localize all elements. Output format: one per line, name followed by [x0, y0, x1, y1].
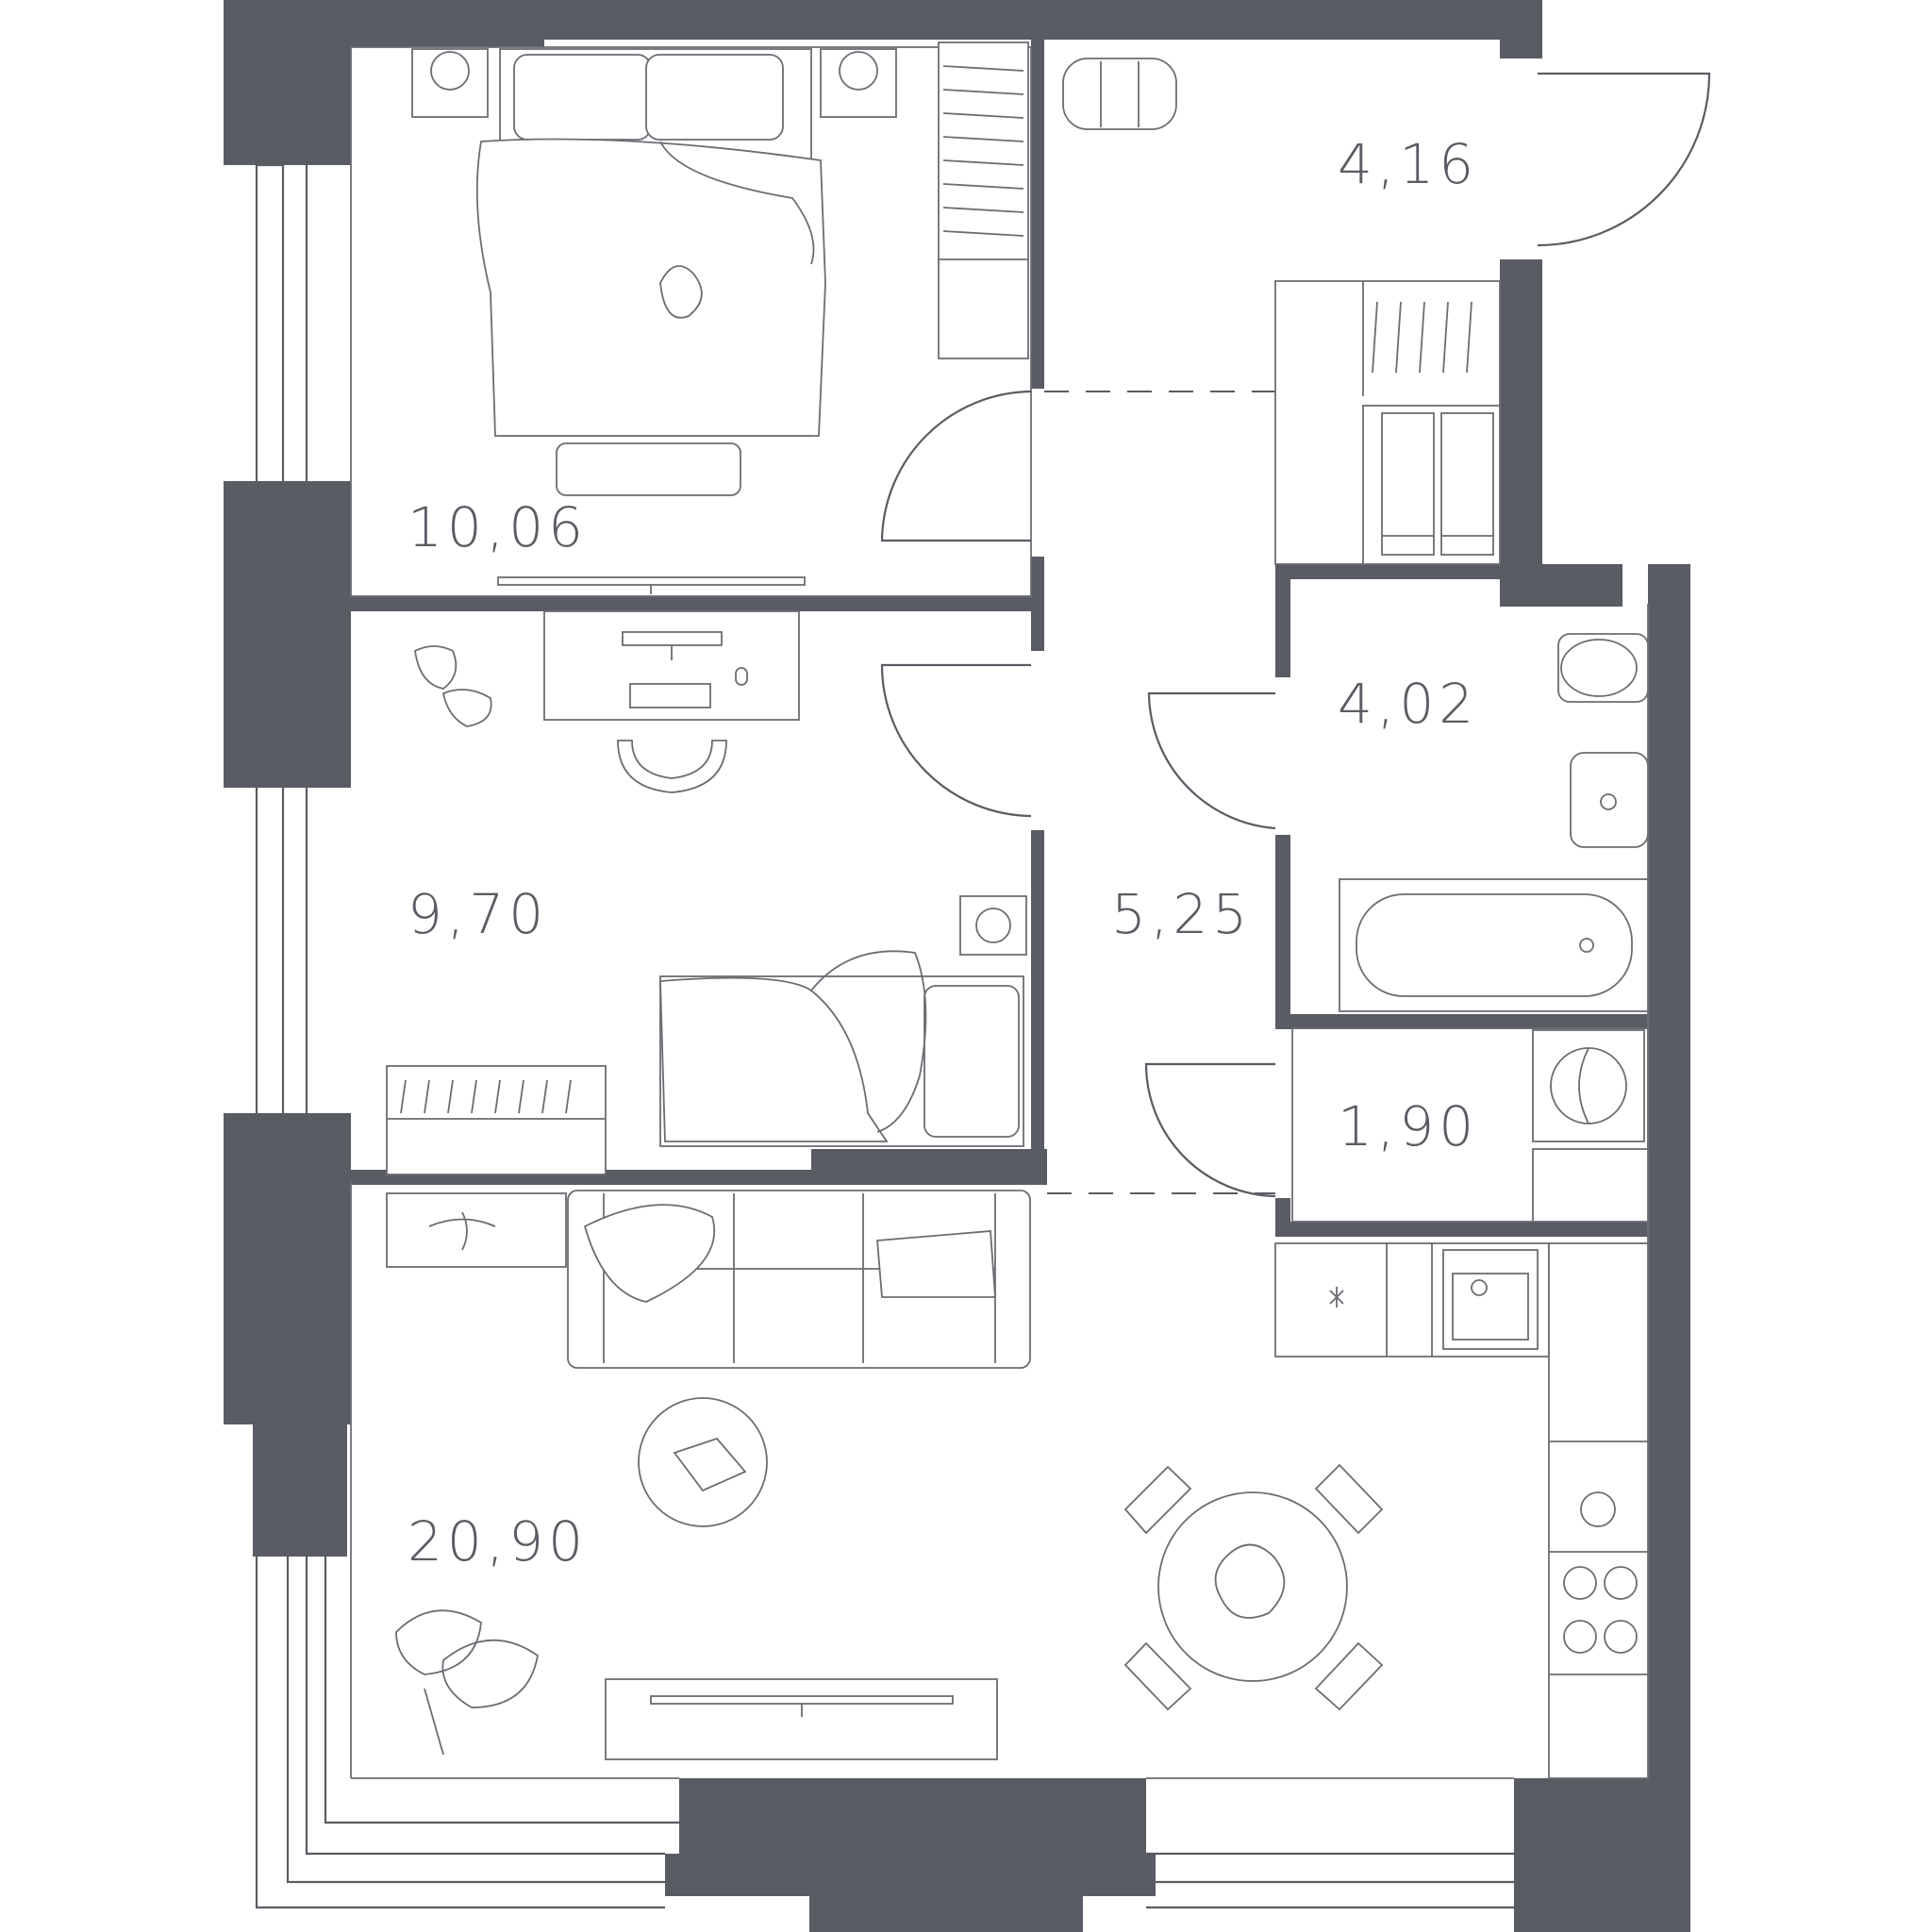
bathtub	[1339, 878, 1649, 1012]
hob-ring	[1604, 1620, 1638, 1654]
desk-chair	[617, 740, 727, 793]
area-label-bedroom: 10,06	[408, 495, 589, 559]
hall-bench	[1062, 58, 1177, 130]
coffee-table	[638, 1397, 768, 1527]
dining-table	[1157, 1491, 1348, 1682]
window-frames	[255, 156, 1514, 1909]
area-label-hall: 4,16	[1338, 132, 1479, 196]
living-furniture	[386, 1190, 1649, 1779]
shoe-cabinet	[1362, 405, 1501, 565]
laundry-furniture	[1532, 1029, 1649, 1223]
toilet	[1557, 633, 1649, 703]
monitor	[622, 631, 723, 646]
kitchen-column	[1548, 1242, 1649, 1779]
room2-door	[880, 663, 1032, 818]
room2-furniture	[386, 610, 1027, 1175]
kitchen-sink	[1580, 1491, 1616, 1527]
tv-bedroom	[497, 576, 806, 586]
mouse	[735, 667, 748, 686]
shelf-unit	[959, 895, 1027, 956]
dresser	[386, 1065, 607, 1175]
hob-ring	[1563, 1620, 1597, 1654]
tv-living	[650, 1695, 954, 1705]
area-label-room-2: 9,70	[408, 882, 549, 946]
keyboard	[629, 683, 711, 708]
nightstand-right	[820, 48, 897, 118]
laundry-door	[1144, 1062, 1276, 1198]
entrance-door	[1537, 72, 1711, 247]
area-label-bathroom: 4,02	[1338, 672, 1479, 736]
tv-stand	[605, 1678, 998, 1760]
doors	[880, 72, 1711, 1198]
bedroom-furniture	[411, 42, 1029, 594]
wardrobe-bedroom	[938, 42, 1029, 359]
oven	[1442, 1249, 1539, 1350]
nightstand-left	[411, 48, 489, 118]
area-label-living-kitchen: 20,90	[408, 1509, 589, 1574]
washing-machine	[1532, 1029, 1645, 1142]
walls	[224, 0, 1690, 1932]
hob-ring	[1604, 1566, 1638, 1600]
bathroom-fixtures	[1339, 633, 1649, 1012]
bedroom-door	[880, 390, 1032, 542]
console-table	[386, 1192, 567, 1268]
toy-decor	[414, 645, 492, 727]
area-label-laundry: 1,90	[1338, 1094, 1479, 1158]
bedside-rug	[556, 442, 741, 496]
dining-chairs	[1123, 1463, 1384, 1711]
bathroom-door	[1147, 691, 1276, 830]
plant-living	[395, 1609, 539, 1756]
hob-ring	[1563, 1566, 1597, 1600]
washbasin	[1570, 752, 1649, 848]
hall-furniture	[1062, 58, 1501, 565]
area-label-corridor: 5,25	[1111, 882, 1253, 946]
